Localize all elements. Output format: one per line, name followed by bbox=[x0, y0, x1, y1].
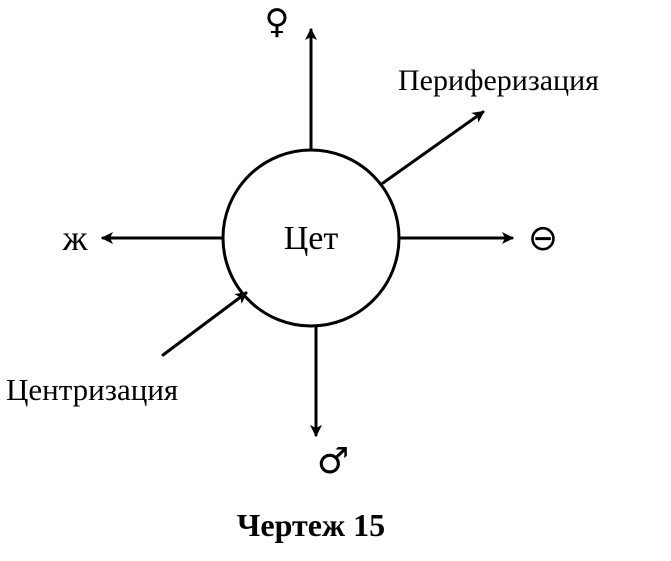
symbol-bottom: ♂ bbox=[317, 441, 349, 482]
periphery-label: Периферизация bbox=[398, 64, 599, 97]
figure-caption: Чертеж 15 bbox=[237, 507, 385, 543]
centralization-label: Центризация bbox=[6, 372, 178, 407]
symbol-top: ♀ bbox=[265, 2, 290, 42]
center-label: Цет bbox=[284, 220, 339, 257]
symbol-left: ж bbox=[62, 218, 89, 258]
symbol-right: ⊖ bbox=[528, 218, 558, 259]
arrow-periphery bbox=[381, 110, 485, 185]
arrow-centralization bbox=[161, 291, 248, 357]
